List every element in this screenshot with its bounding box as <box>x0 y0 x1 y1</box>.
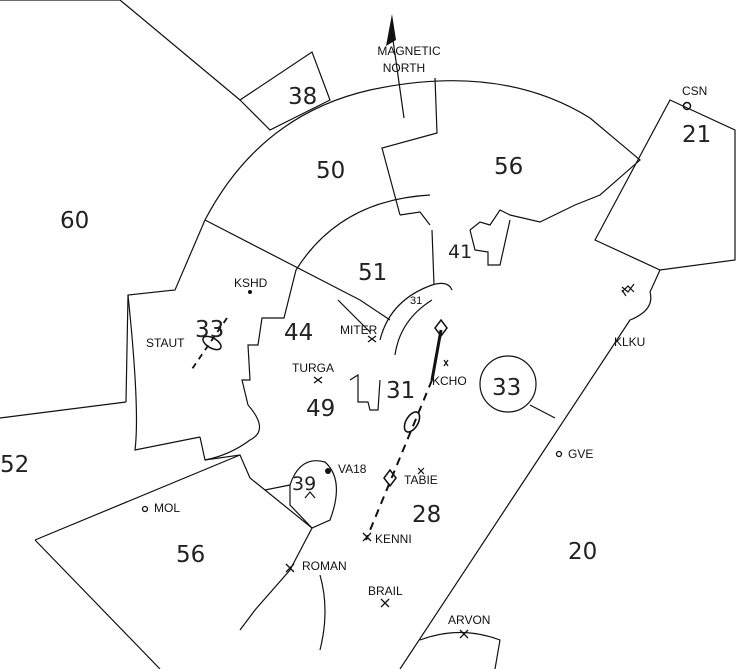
label-turga: TURGA <box>292 361 334 375</box>
roman-fix-icon <box>285 563 295 573</box>
sector-52: 52 <box>0 452 29 478</box>
fix-labels: CSN KSHD STAUT MITER TURGA KCHO KLKU VA1… <box>146 84 707 627</box>
sector-33-west: 33 <box>195 317 224 343</box>
sector-49: 49 <box>306 396 335 422</box>
brail-fix-icon <box>380 598 390 608</box>
magnetic-north-arrow-icon <box>386 14 405 119</box>
va18-ndb-icon <box>325 468 331 474</box>
sector-44: 44 <box>284 320 313 346</box>
csn-vor-icon <box>682 101 692 111</box>
gve-vor-icon <box>555 450 563 458</box>
sector-50: 50 <box>316 158 345 184</box>
label-csn: CSN <box>682 84 707 98</box>
sector-38: 38 <box>288 84 317 110</box>
tabie-fix-icon <box>383 468 397 488</box>
label-gve: GVE <box>568 447 593 461</box>
label-roman: ROMAN <box>302 559 347 573</box>
holding-pattern-icon <box>403 411 421 433</box>
staut-holding-icon <box>202 335 222 351</box>
sector-31-small: 31 <box>410 295 422 307</box>
sector-31: 31 <box>386 378 415 404</box>
sector-28: 28 <box>412 502 441 528</box>
label-staut: STAUT <box>146 336 185 350</box>
sector-41: 41 <box>448 241 472 263</box>
label-klku: KLKU <box>614 335 645 349</box>
label-miter: MITER <box>340 323 378 337</box>
kcho-obstacle-icon <box>443 359 449 367</box>
fix-symbols <box>141 101 692 639</box>
turga-fix-icon <box>313 376 323 384</box>
tabie-obstacle-icon <box>417 467 425 475</box>
miter-fix-icon <box>367 335 377 343</box>
kenni-fix-icon <box>362 532 372 542</box>
label-brail: BRAIL <box>368 584 403 598</box>
kcho-runway-icon <box>434 318 448 338</box>
arvon-fix-icon <box>459 629 469 639</box>
obstacle-39-icon <box>304 491 316 499</box>
label-tabie: TABIE <box>404 473 438 487</box>
sector-33-east: 33 <box>492 375 521 401</box>
mol-vor-icon <box>141 505 149 513</box>
sector-altitudes: 38 50 56 60 21 41 51 31 44 33 31 33 49 3… <box>0 84 711 568</box>
sector-60: 60 <box>60 208 89 234</box>
sector-56-bottom: 56 <box>176 542 205 568</box>
sector-21: 21 <box>682 122 711 148</box>
sector-51: 51 <box>358 260 387 286</box>
sector-56-top: 56 <box>494 154 523 180</box>
label-va18: VA18 <box>338 462 367 476</box>
label-arvon: ARVON <box>448 613 490 627</box>
label-kshd: KSHD <box>234 276 268 290</box>
label-kenni: KENNI <box>375 532 412 546</box>
north-label-2: NORTH <box>383 61 425 75</box>
sector-39: 39 <box>292 473 316 495</box>
obstacle-klku-icon <box>621 285 635 293</box>
label-kcho: KCHO <box>432 374 467 388</box>
north-label-1: MAGNETIC <box>377 44 441 58</box>
kshd-airport-icon <box>248 290 252 294</box>
final-approach-course <box>189 317 443 541</box>
sector-20: 20 <box>568 539 597 565</box>
label-mol: MOL <box>154 501 180 515</box>
